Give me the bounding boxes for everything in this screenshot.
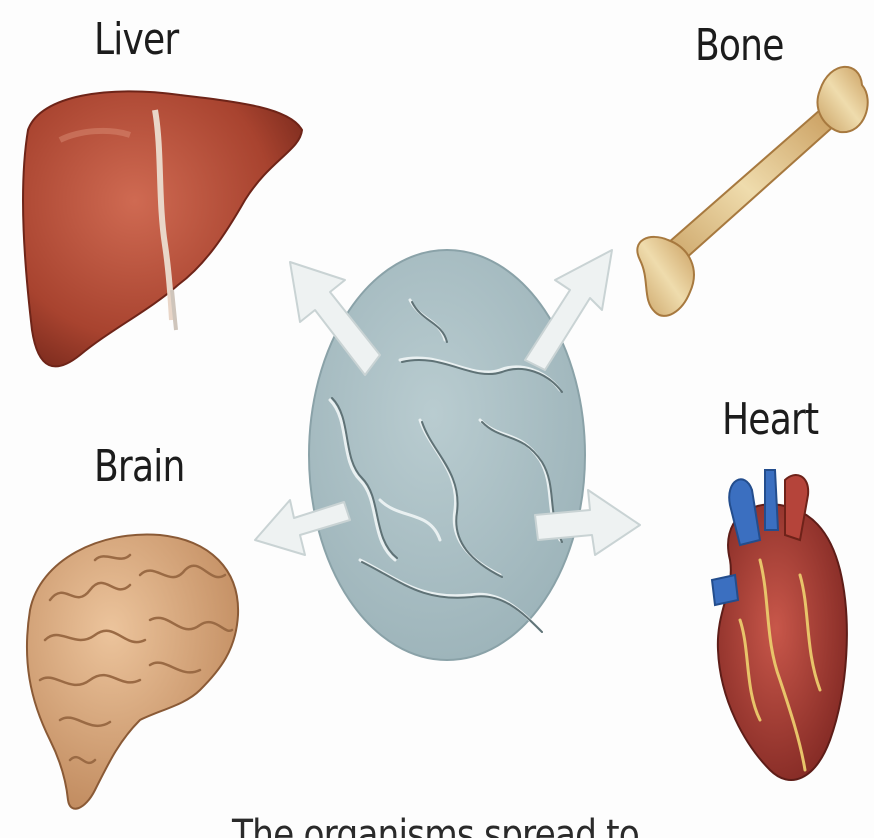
caption-text: The organisms spread to [232, 812, 639, 838]
brain-image [27, 534, 238, 808]
heart-image [712, 470, 847, 780]
liver-image [23, 91, 302, 366]
brain-label: Brain [94, 445, 184, 489]
bone-image [637, 67, 867, 316]
central-cell [309, 250, 585, 660]
liver-label: Liver [94, 18, 178, 62]
heart-label: Heart [722, 398, 818, 442]
bone-label: Bone [695, 24, 784, 68]
